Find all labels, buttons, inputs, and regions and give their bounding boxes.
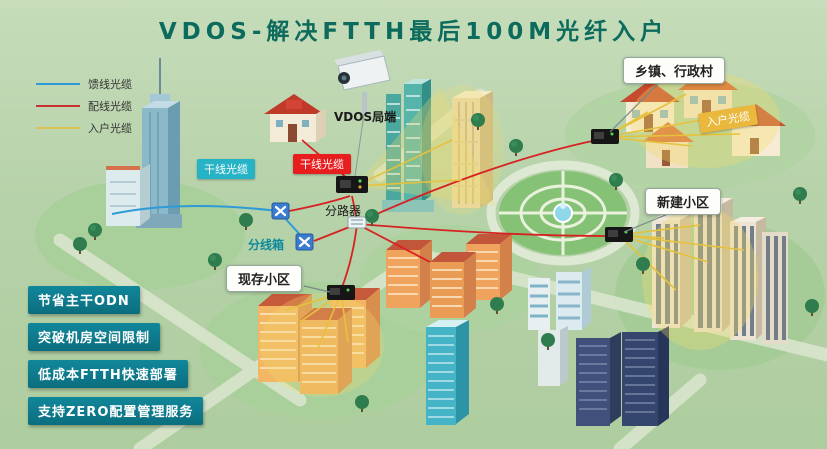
legend-label: 配线光缆 [88,100,132,113]
distribution-box-label: 分线箱 [248,238,285,252]
navy-towers [576,326,669,426]
onu-device-existing-area [327,285,355,300]
trunk-distribution-cable-tag: 干线光缆 [293,154,351,174]
feature-list: 节省主干ODN 突破机房空间限制 低成本FTTH快速部署 支持ZERO配置管理服… [28,286,204,434]
red-roof-building [264,94,326,142]
vdos-office-label: VDOS局端 [334,110,397,124]
existing-area-callout: 现存小区 [226,265,303,292]
teal-glass-tower [426,320,469,425]
light-glows [260,72,780,397]
feature-item-deploy: 低成本FTTH快速部署 [28,360,188,388]
switch-node-2 [295,233,314,251]
onu-device-township [591,129,619,144]
switch-node-1 [271,202,290,220]
legend-label: 入户光缆 [88,122,132,135]
feature-item-space: 突破机房空间限制 [28,323,161,351]
legend-label: 馈线光缆 [88,78,132,91]
feature-item-zero-config: 支持ZERO配置管理服务 [28,397,204,425]
township-callout: 乡镇、行政村 [623,57,726,84]
vdos-olt-device [336,176,368,193]
feeder-line-swatch [36,83,80,85]
callout-pointers [303,83,669,293]
drop-lines [285,93,745,349]
legend-item-drop: 入户光缆 [36,120,132,136]
legend-item-distribution: 配线光缆 [36,98,132,114]
feature-item-odn: 节省主干ODN [28,286,140,314]
distribution-line-swatch [36,105,80,107]
onu-device-new-area [605,227,633,242]
page-title: VDOS-解决FTTH最后100M光纤入户 [158,19,669,45]
drop-line-swatch [36,127,80,129]
trees [73,113,819,412]
camera-icon [334,50,391,114]
central-apartments [386,234,512,318]
legend-item-feeder: 馈线光缆 [36,76,132,92]
splitter-node [347,216,367,229]
legend: 馈线光缆 配线光缆 入户光缆 [36,76,132,142]
beige-tower [452,91,493,208]
trunk-feeder-cable-tag: 干线光缆 [197,159,255,179]
camera-link-line [354,113,365,177]
new-area-callout: 新建小区 [645,188,722,215]
teal-towers [382,79,434,212]
splitter-label: 分路器 [325,204,362,218]
